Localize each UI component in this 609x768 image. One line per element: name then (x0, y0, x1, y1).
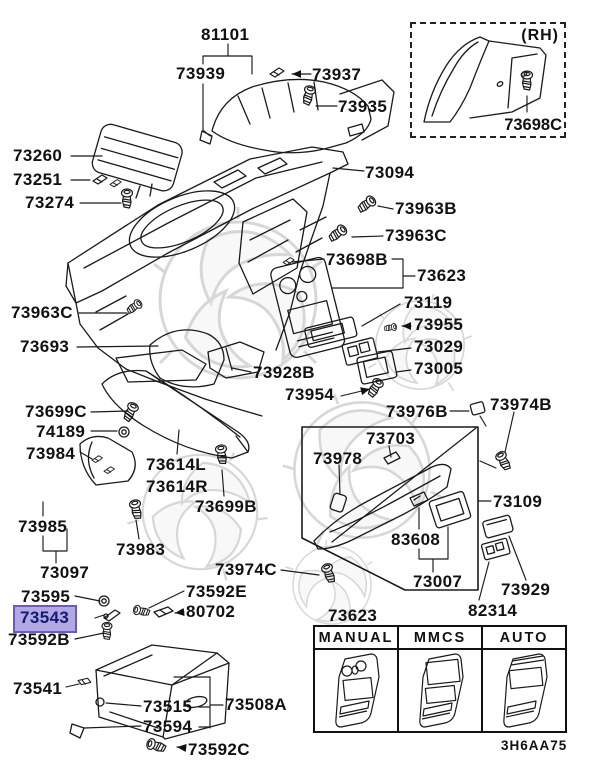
diagram-code: 3H6AA75 (501, 738, 568, 753)
part-label-73595: 73595 (21, 587, 71, 606)
part-label-73260: 73260 (13, 146, 63, 165)
part-label-73974B: 73974B (490, 395, 552, 414)
hook-83608-drawing (409, 491, 429, 507)
highlighted-part-label-73543[interactable]: 73543 (13, 605, 78, 633)
part-label-73937: 73937 (312, 65, 362, 84)
variant-cell-manual (315, 650, 399, 731)
column-cover-drawing (101, 369, 250, 459)
mmcs-trim-drawing (419, 652, 464, 728)
part-label-73592B: 73592B (8, 630, 70, 649)
clip-80702-drawing (153, 606, 174, 618)
part-label-73005: 73005 (414, 359, 464, 378)
part-label-73985: 73985 (18, 517, 68, 536)
part-label-73515: 73515 (143, 697, 193, 716)
part-label-73699B: 73699B (195, 497, 257, 516)
part-label-73614R: 73614R (146, 477, 208, 496)
part-label-73097: 73097 (40, 563, 90, 582)
clip-73976B-drawing (469, 401, 486, 416)
rh-inset-box: (RH) 73698C (410, 22, 566, 138)
assembly-box (301, 426, 479, 591)
part-label-73954: 73954 (285, 385, 335, 404)
part-label-73983: 73983 (116, 540, 166, 559)
variant-header-auto: AUTO (499, 629, 549, 646)
part-label-73623-table: 73623 (328, 606, 378, 625)
part-label-73592C: 73592C (188, 740, 250, 759)
part-label-73693: 73693 (20, 337, 70, 356)
glove-box-drawing (95, 644, 230, 740)
part-label-73029: 73029 (414, 337, 464, 356)
meter-hood-drawing (199, 78, 395, 154)
blank-cover-73929-drawing (482, 514, 514, 539)
part-label-73963B: 73963B (395, 199, 457, 218)
variant-header-manual: MANUAL (315, 627, 399, 648)
ashtray-cup-drawing (356, 350, 398, 385)
part-label-73984: 73984 (26, 444, 76, 463)
part-label-73007: 73007 (413, 572, 463, 591)
under-cover-drawing (313, 463, 452, 550)
lower-trim-drawing (115, 349, 207, 383)
part-label-73119: 73119 (404, 293, 453, 312)
part-label-73109: 73109 (493, 492, 543, 511)
part-label-73963C-left: 73963C (11, 303, 73, 322)
part-label-81101: 81101 (201, 25, 250, 44)
instrument-panel-drawing (65, 146, 349, 417)
part-label-73699C: 73699C (25, 402, 87, 421)
ashtray-drawing (304, 316, 358, 349)
part-label-83608: 83608 (391, 530, 441, 549)
part-label-73594: 73594 (143, 717, 193, 736)
column-bracket-drawing (207, 341, 265, 379)
part-label-73939: 73939 (176, 64, 226, 83)
part-label-82314: 82314 (468, 601, 518, 620)
airbag-module-drawing (91, 123, 183, 192)
switch-82314-drawing (480, 537, 511, 561)
rh-tag: (RH) (521, 27, 559, 44)
variants-table: MANUAL MMCS AUTO (313, 625, 567, 733)
part-label-73976B: 73976B (386, 402, 448, 421)
knee-panel-drawing (79, 435, 136, 486)
manual-trim-drawing (335, 652, 380, 728)
clip-73543-drawing (103, 609, 121, 622)
retainer-drawing (341, 337, 379, 366)
part-label-73094: 73094 (365, 163, 415, 182)
part-label-73974C: 73974C (215, 560, 277, 579)
part-label-80702: 80702 (186, 602, 236, 621)
part-label-73703: 73703 (366, 429, 416, 448)
variants-table-header: MANUAL MMCS AUTO (315, 627, 565, 650)
pocket-73007-drawing (428, 490, 472, 529)
part-label-73541: 73541 (13, 679, 63, 698)
part-label-73978: 73978 (313, 449, 363, 468)
variant-header-mmcs: MMCS (399, 627, 483, 648)
part-label-74189: 74189 (36, 422, 86, 441)
part-label-73614L: 73614L (146, 455, 207, 474)
part-label-73935: 73935 (338, 97, 388, 116)
auto-trim-drawing (503, 652, 548, 728)
part-label-73963C-right: 73963C (385, 226, 447, 245)
part-label-73929: 73929 (501, 580, 551, 599)
part-label-73928B: 73928B (253, 363, 315, 382)
radio-trim-drawing (270, 256, 346, 358)
part-label-73698C: 73698C (504, 116, 562, 134)
part-label-73274: 73274 (25, 193, 75, 212)
part-label-73508A: 73508A (225, 695, 287, 714)
highlighted-part-text: 73543 (20, 608, 70, 627)
variant-cell-mmcs (399, 650, 483, 731)
leader-lines (42, 43, 528, 753)
part-label-73698B: 73698B (326, 250, 388, 269)
clip-73978-drawing (329, 492, 347, 513)
part-label-73623: 73623 (417, 266, 467, 285)
variant-cell-auto (483, 650, 565, 731)
part-label-73251: 73251 (13, 170, 63, 189)
clip-73703-drawing (383, 451, 401, 465)
part-label-73955: 73955 (414, 315, 464, 334)
part-label-73592E: 73592E (186, 582, 248, 601)
